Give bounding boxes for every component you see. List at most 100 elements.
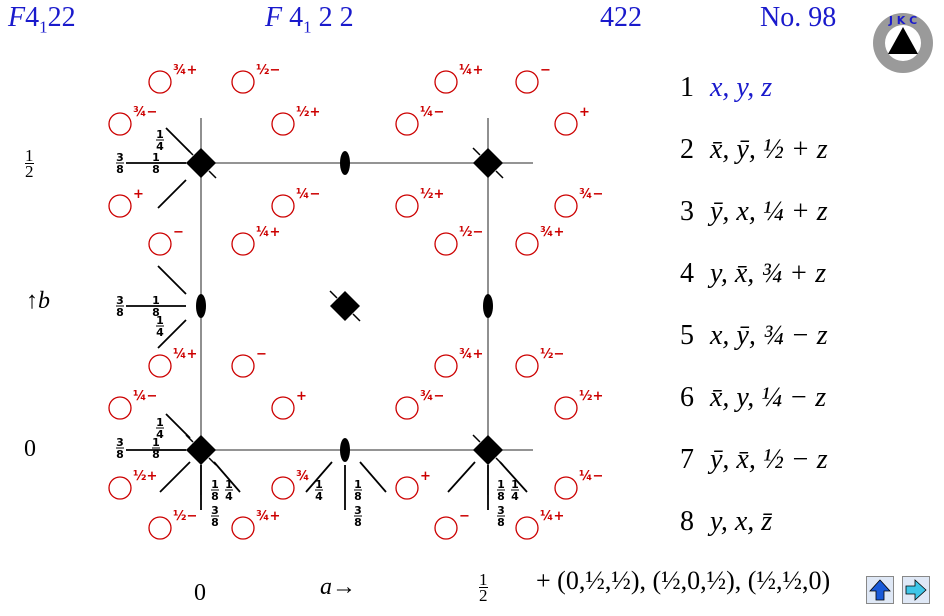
position-number: 2: [680, 134, 694, 165]
axis-height-fraction: 38: [116, 294, 124, 319]
svg-text:1: 1: [156, 416, 164, 429]
position-circle: +: [554, 105, 590, 136]
position-number: 3: [680, 196, 694, 227]
position-height-label: ¼−: [296, 187, 320, 202]
position-height-label: ¾+: [173, 63, 197, 78]
position-circle: ¾: [271, 469, 309, 500]
axis-height-fraction: 38: [116, 151, 124, 176]
position-height-label: ½+: [296, 105, 320, 120]
position-height-label: ¾: [296, 469, 309, 484]
svg-text:8: 8: [152, 448, 160, 461]
svg-text:3: 3: [211, 504, 219, 517]
position-height-label: ½+: [133, 469, 157, 484]
position-circle: ¾+: [231, 509, 280, 540]
svg-text:3: 3: [497, 504, 505, 517]
position-circle: ¼−: [554, 469, 603, 500]
centering-vectors: + (0,½,½), (½,0,½), (½,½,0): [536, 566, 831, 595]
position-coordinates: ȳ, x̄, ½ − z: [710, 444, 828, 475]
position-number: 6: [680, 382, 694, 413]
equivalent-positions: ¾+½−¼+−¾−½+¼−++¼−½+¾−−¼+½−¾+¼+−¾+½−¼−+¾−…: [108, 63, 603, 540]
position-number: 5: [680, 320, 694, 351]
position-circle: ¾+: [515, 225, 564, 256]
axis-height-fraction: 14: [156, 128, 164, 153]
position-circle: +: [108, 187, 144, 218]
position-height-label: +: [579, 105, 590, 120]
svg-text:8: 8: [211, 516, 219, 529]
axis-height-fraction: 14: [511, 478, 519, 503]
next-arrow-button[interactable]: [902, 576, 930, 604]
svg-text:8: 8: [497, 516, 505, 529]
svg-text:8: 8: [354, 490, 362, 503]
position-circle: ¼+: [434, 63, 483, 94]
diagonal-axes: [126, 127, 528, 510]
position-height-label: ¾−: [579, 187, 603, 202]
position-circle: ¾+: [434, 347, 483, 378]
svg-text:1: 1: [315, 478, 323, 491]
position-circle: ¼+: [515, 509, 564, 540]
svg-text:3: 3: [116, 436, 124, 449]
up-arrow-button[interactable]: [866, 576, 894, 604]
a-axis-label: a→: [320, 574, 356, 600]
position-height-label: +: [420, 469, 431, 484]
b-axis-label: ↑b: [26, 288, 50, 314]
svg-text:1: 1: [225, 478, 233, 491]
axis-height-fraction: 18: [211, 478, 219, 503]
svg-text:J K C: J K C: [888, 14, 917, 27]
position-circle: ¾+: [148, 63, 197, 94]
position-height-label: −: [256, 347, 267, 362]
position-height-label: ¼+: [256, 225, 280, 240]
position-circle: ¼−: [395, 105, 444, 136]
position-circle: −: [434, 509, 470, 540]
svg-text:3: 3: [116, 294, 124, 307]
svg-text:1: 1: [211, 478, 219, 491]
svg-text:8: 8: [211, 490, 219, 503]
svg-text:4: 4: [156, 326, 164, 339]
position-height-label: ¾+: [540, 225, 564, 240]
position-height-label: ½−: [256, 63, 280, 78]
position-height-label: ¾+: [459, 347, 483, 362]
position-number: 8: [680, 506, 694, 537]
axis-height-fraction: 18: [152, 294, 160, 319]
position-circle: ½+: [554, 389, 603, 420]
position-circle: ¾−: [554, 187, 603, 218]
position-height-label: ½+: [579, 389, 603, 404]
position-circle: +: [395, 469, 431, 500]
position-circle: −: [231, 347, 267, 378]
axis-height-fraction: 14: [156, 314, 164, 339]
position-circle: ½+: [108, 469, 157, 500]
position-height-label: +: [296, 389, 307, 404]
axis-height-fraction: 18: [152, 151, 160, 176]
position-circle: ½−: [515, 347, 564, 378]
position-number: 4: [680, 258, 694, 289]
svg-text:3: 3: [116, 151, 124, 164]
svg-text:1: 1: [152, 151, 160, 164]
svg-text:8: 8: [152, 163, 160, 176]
svg-text:4: 4: [156, 140, 164, 153]
svg-text:4: 4: [156, 428, 164, 441]
screw-axis-symbol: [186, 435, 216, 465]
twofold-axis-symbol: [340, 438, 350, 462]
position-coordinates: x̄, y, ¼ − z: [710, 382, 827, 413]
position-circle: −: [515, 63, 551, 94]
svg-text:4: 4: [511, 490, 519, 503]
screw-axis-symbol: [186, 148, 216, 178]
svg-text:4: 4: [225, 490, 233, 503]
position-circle: ¼−: [108, 389, 157, 420]
position-height-label: ¾−: [133, 105, 157, 120]
svg-text:8: 8: [116, 163, 124, 176]
position-height-label: ½−: [540, 347, 564, 362]
screw-axis-symbol: [330, 291, 360, 321]
svg-text:1: 1: [511, 478, 519, 491]
svg-text:8: 8: [116, 306, 124, 319]
svg-text:1: 1: [156, 314, 164, 327]
position-circle: +: [271, 389, 307, 420]
general-position-6: 6 x̄, y, ¼ − z: [680, 382, 826, 414]
arrow-right-icon: [905, 579, 927, 601]
svg-text:1: 1: [156, 128, 164, 141]
point-group: 422: [600, 2, 642, 33]
axis-height-fraction: 14: [225, 478, 233, 503]
